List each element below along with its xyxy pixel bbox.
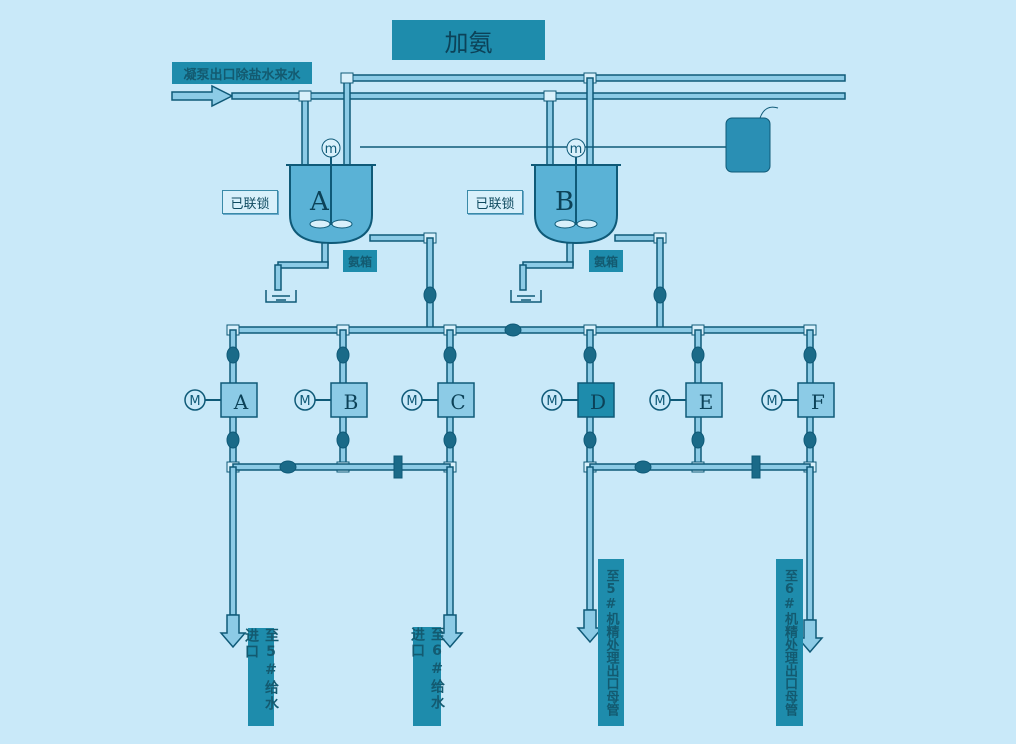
motor-icon (541, 389, 563, 411)
outlet-label-4: 至6#机精处理出口母管 (776, 559, 803, 726)
tank-outlet-pipe (369, 234, 431, 242)
drain-icon (510, 290, 542, 303)
valve-icon (803, 431, 817, 449)
valve-icon (504, 323, 522, 337)
outlet-label-2: 至6#给水进口 (409, 627, 445, 726)
motor-symbol: M (406, 394, 417, 409)
discharge-header (232, 463, 451, 471)
mixer-blade (309, 219, 331, 229)
outlet-label-1: 至5#给水进口 (243, 628, 279, 726)
outlet-pipe (586, 466, 594, 611)
valve-icon (336, 431, 350, 449)
mixer-symbol: m (570, 142, 583, 157)
mixer-motor-icon (566, 138, 586, 158)
valve-icon (583, 346, 597, 364)
mixer-blade (331, 219, 353, 229)
valve-icon (691, 346, 705, 364)
drain-icon (265, 290, 297, 303)
pipe (343, 77, 351, 166)
valve-icon (226, 346, 240, 364)
pump-label: E (699, 390, 714, 414)
pump-a (220, 382, 258, 418)
pipe (546, 95, 554, 166)
drain-pipe (274, 264, 282, 291)
mixer-blade (576, 219, 598, 229)
pipe (656, 237, 664, 331)
valve-icon (653, 286, 667, 304)
outlet-pipe (229, 466, 237, 616)
main-water-pipe (231, 92, 846, 100)
motor-icon (184, 389, 206, 411)
outlet-arrow-icon (576, 609, 604, 644)
outlet-arrow-icon (219, 614, 247, 649)
check-valve-icon (751, 455, 761, 479)
drain-pipe (519, 264, 527, 291)
tank-id: A (309, 187, 330, 217)
upper-pipe (349, 74, 846, 82)
inlet-label: 凝泵出口除盐水来水 (172, 62, 312, 84)
tank-a-label: 氨箱 (343, 250, 377, 272)
small-tank (725, 117, 771, 173)
valve-icon (634, 460, 652, 474)
outlet-pipe (446, 466, 454, 616)
mixer-symbol: m (325, 142, 338, 157)
outlet-label-3: 至5#机精处理出口母管 (598, 559, 624, 726)
valve-icon (691, 431, 705, 449)
drain-pipe (277, 261, 329, 269)
pipe-fitting (340, 72, 354, 84)
pump-label: C (450, 390, 465, 414)
inlet-arrow-icon (171, 84, 234, 108)
motor-icon (401, 389, 423, 411)
pump-f (797, 382, 835, 418)
pipe (426, 237, 434, 331)
valve-icon (803, 346, 817, 364)
discharge-header (589, 463, 811, 471)
valve-icon (583, 431, 597, 449)
motor-symbol: M (654, 394, 665, 409)
tank-b-label: 氨箱 (589, 250, 623, 272)
pump-label: B (344, 390, 359, 414)
motor-icon (294, 389, 316, 411)
pump-label: D (590, 390, 606, 414)
pipe (301, 95, 309, 166)
outlet-arrow-icon (796, 619, 824, 654)
tank-id: B (555, 187, 574, 217)
motor-icon (649, 389, 671, 411)
valve-icon (226, 431, 240, 449)
valve-icon (443, 346, 457, 364)
motor-symbol: M (189, 394, 200, 409)
outlet-arrow-icon (436, 614, 464, 649)
pipe-fitting (543, 90, 557, 102)
tank-a-interlock-button[interactable]: 已联锁 (222, 190, 278, 214)
pump-label: F (811, 390, 825, 414)
tank-b-interlock-button[interactable]: 已联锁 (467, 190, 523, 214)
page-title: 加氨 (392, 20, 545, 60)
pipe (586, 77, 594, 166)
tank-vent (759, 106, 779, 119)
tank-outlet-pipe (614, 234, 661, 242)
pipe-fitting (298, 90, 312, 102)
valve-icon (423, 286, 437, 304)
mixer-blade (554, 219, 576, 229)
motor-symbol: M (299, 394, 310, 409)
valve-icon (443, 431, 457, 449)
motor-symbol: M (546, 394, 557, 409)
motor-symbol: M (766, 394, 777, 409)
motor-icon (761, 389, 783, 411)
valve-icon (279, 460, 297, 474)
pump-label: A (233, 390, 249, 414)
mixer-motor-icon (321, 138, 341, 158)
check-valve-icon (393, 455, 403, 479)
drain-pipe (522, 261, 574, 269)
valve-icon (336, 346, 350, 364)
pump-header-pipe (232, 326, 816, 334)
pump-c (437, 382, 475, 418)
pump-e (685, 382, 723, 418)
outlet-pipe (806, 466, 814, 621)
